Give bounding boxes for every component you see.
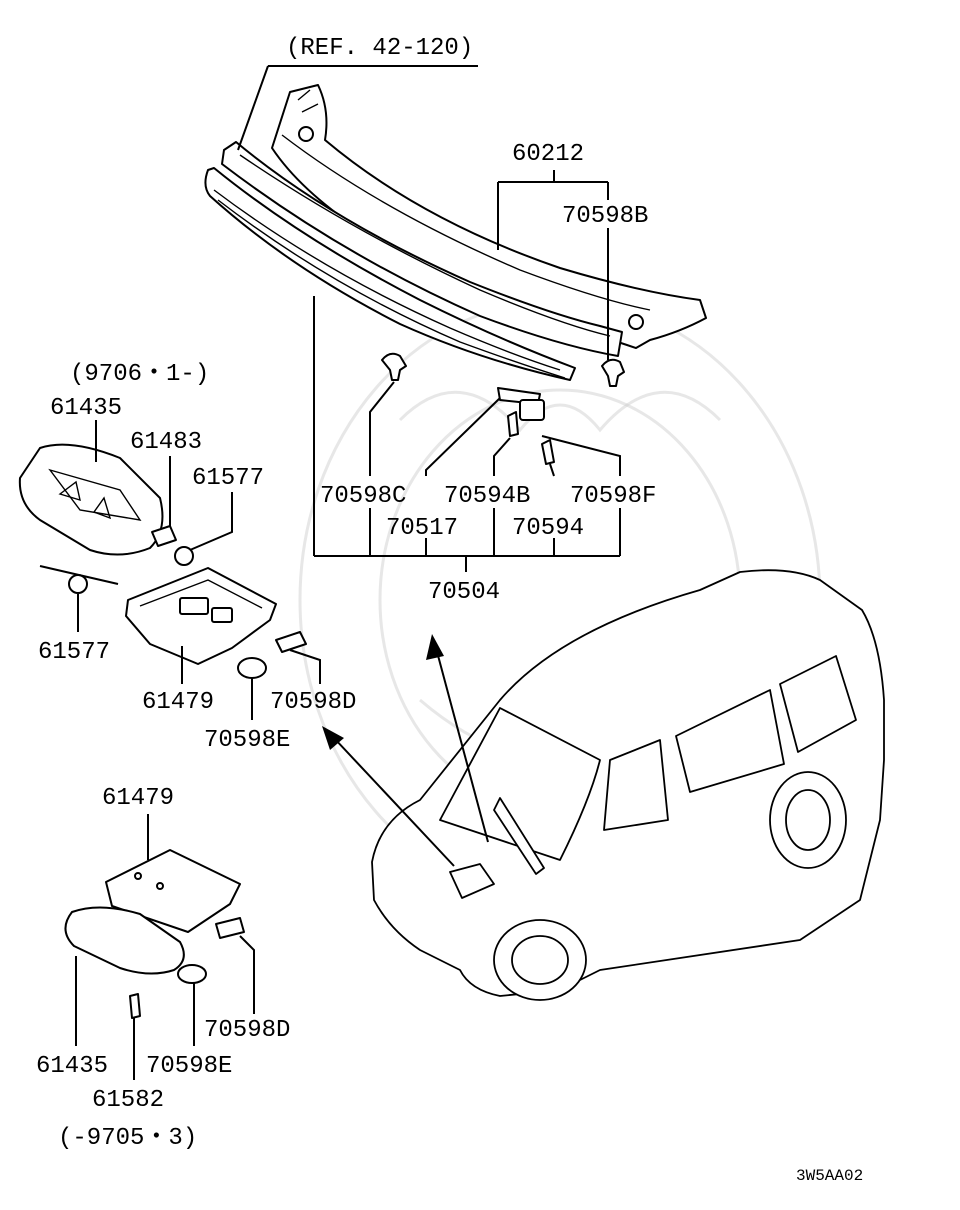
variant-label-upper: (9706・1-) [70, 361, 209, 388]
locator-arrows [322, 634, 489, 867]
garnish-61435-lower-part [64, 906, 185, 975]
cowl-leader-lines [237, 65, 621, 572]
variant-label-lower: (-9705・3) [58, 1125, 197, 1152]
part-label-70598e-lower: 70598E [146, 1053, 232, 1080]
nozzle-61483-upper-part [151, 525, 177, 547]
part-label-61479-upper: 61479 [142, 689, 214, 716]
part-label-61435-upper: 61435 [50, 395, 122, 422]
part-label-70594: 70594 [512, 515, 584, 542]
screw-61582-lower-part [129, 993, 141, 1019]
part-label-70517: 70517 [386, 515, 458, 542]
lower-leader-lines [75, 814, 255, 1080]
part-label-70504: 70504 [428, 579, 500, 606]
part-label-70598c: 70598C [320, 483, 406, 510]
part-label-70598d-lower: 70598D [204, 1017, 290, 1044]
upper-leader-lines [39, 420, 321, 720]
part-label-70594b: 70594B [444, 483, 530, 510]
nut-61577-upper-right-part [174, 546, 194, 566]
reference-label: (REF. 42-120) [286, 35, 473, 62]
part-label-70598d-upper: 70598D [270, 689, 356, 716]
part-label-61577-left: 61577 [38, 639, 110, 666]
part-label-61582: 61582 [92, 1087, 164, 1114]
diagram-code: 3W5AA02 [796, 1167, 863, 1185]
nut-61577-upper-left-part [68, 574, 88, 594]
screw-70594-part [541, 439, 555, 465]
grommet-70598e-upper-part [237, 657, 267, 679]
part-label-61479-lower: 61479 [102, 785, 174, 812]
garnish-61435-upper-part [18, 443, 164, 556]
lamp-61479-upper-part [125, 567, 277, 665]
part-label-70598e-upper: 70598E [204, 727, 290, 754]
clip-70598c-part [381, 352, 407, 381]
cowl-top-panel [204, 84, 707, 381]
lamp-61479-lower-part [105, 849, 241, 933]
part-label-61435-lower: 61435 [36, 1053, 108, 1080]
part-label-60212: 60212 [512, 141, 584, 168]
grommet-70598e-lower-part [177, 964, 207, 984]
clip-70598b-part [601, 358, 625, 387]
part-label-61577-right: 61577 [192, 465, 264, 492]
part-label-70598f: 70598F [570, 483, 656, 510]
part-label-70598b: 70598B [562, 203, 648, 230]
pad-70598d-upper-part [275, 631, 307, 653]
vehicle-outline [371, 569, 885, 1001]
part-label-61483: 61483 [130, 429, 202, 456]
screw-70594b-part [507, 399, 545, 437]
pad-70598d-lower-part [215, 917, 245, 939]
